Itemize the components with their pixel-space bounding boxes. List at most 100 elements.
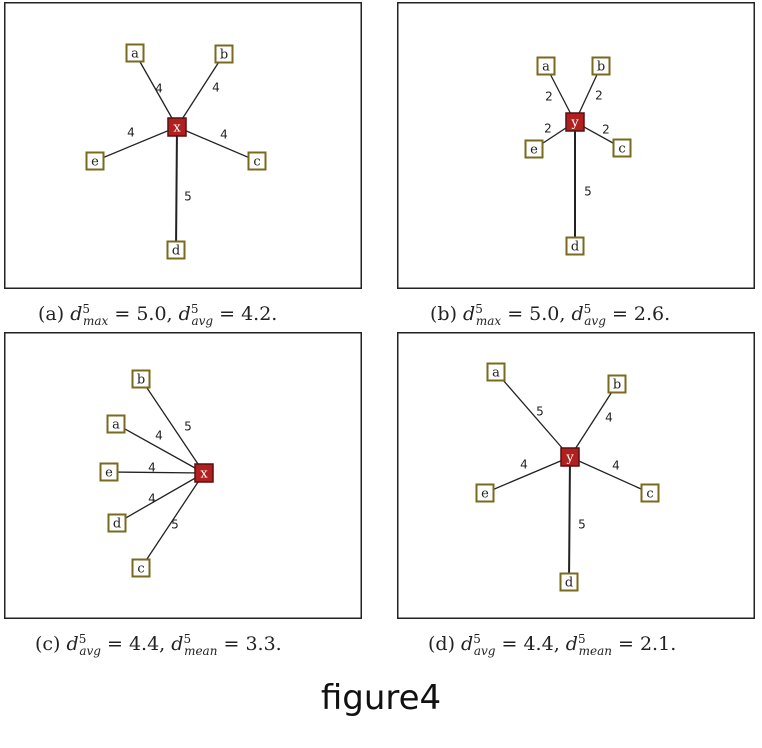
node-label: y	[570, 116, 579, 131]
figure-title: figure4	[320, 678, 442, 718]
caption-part: (c)	[35, 633, 67, 655]
node-center-x: x	[167, 117, 187, 137]
node-center-y: y	[560, 447, 580, 467]
node-d: d	[107, 513, 127, 533]
node-label: e	[91, 155, 99, 170]
node-label: e	[105, 466, 113, 481]
edge-weight-label: 2	[545, 90, 553, 104]
edge-weight-label: 4	[212, 81, 220, 95]
node-a: a	[106, 414, 126, 434]
metric-superscript: 5	[583, 302, 592, 316]
caption-part: 3.3	[245, 633, 276, 655]
metric-symbol: d	[461, 633, 474, 655]
edge-x-b	[140, 378, 205, 474]
caption-part: (d)	[428, 633, 462, 655]
edge-weight-label: 4	[520, 458, 528, 472]
edge-x-e	[108, 471, 205, 474]
metric-superscript: 5	[78, 632, 87, 646]
node-label: c	[646, 487, 653, 502]
edge-weight-label: 5	[536, 405, 544, 419]
caption-part: avg	[79, 643, 101, 658]
panel-d: 5 4 4 4 5 a b e c d y	[397, 332, 755, 619]
node-e: e	[85, 151, 105, 171]
edge-weight-label: 5	[171, 518, 179, 532]
node-label: b	[597, 60, 605, 75]
node-a: a	[125, 43, 145, 63]
node-c: c	[640, 483, 660, 503]
edge-weight-label: 4	[220, 128, 228, 142]
node-label: y	[565, 451, 574, 466]
edge-x-a	[134, 52, 178, 128]
metric-superscript: 5	[190, 302, 199, 316]
caption-part: avg	[473, 643, 496, 658]
node-b: b	[131, 369, 151, 389]
metric-symbol: d	[70, 303, 83, 325]
node-label: a	[112, 418, 120, 433]
caption-part: max	[475, 313, 502, 328]
panel-frame	[4, 332, 362, 619]
metric-superscript: 5	[183, 632, 192, 646]
edge-weight-label: 5	[578, 518, 586, 532]
metric-symbol: d	[66, 633, 79, 655]
node-center-y: y	[565, 112, 585, 132]
edge-x-c	[140, 472, 205, 569]
edge-x-d	[116, 472, 205, 524]
edge-weight-label: 4	[148, 461, 156, 475]
edge-weight-label: 4	[127, 126, 135, 140]
edge-x-c	[176, 126, 258, 162]
caption-a: (a) d5max = 5.0, d5avg = 4.2.	[38, 302, 278, 328]
node-label: c	[137, 562, 144, 577]
caption-part: (b)	[430, 303, 464, 325]
metric-superscript: 5	[82, 302, 91, 316]
edge-x-a	[115, 423, 205, 474]
node-e: e	[475, 483, 495, 503]
metric-symbol: d	[171, 633, 184, 655]
caption-part: 4.4	[523, 633, 554, 655]
edge-weight-label: 4	[605, 411, 613, 425]
node-e: e	[524, 139, 544, 159]
node-label: d	[172, 244, 180, 259]
edge-weight-label: 4	[148, 492, 156, 506]
edge-weight-label: 2	[595, 89, 603, 103]
edge-x-d	[175, 126, 178, 251]
edge-weight-label: 2	[544, 122, 552, 136]
node-d: d	[559, 572, 579, 592]
edge-y-e	[484, 456, 571, 494]
edge-y-b	[569, 383, 618, 458]
edge-weight-label: 4	[612, 459, 620, 473]
node-label: a	[492, 366, 500, 381]
node-label: d	[113, 517, 121, 532]
caption-d: (d) d5avg = 4.4, d5mean = 2.1.	[428, 632, 677, 658]
node-c: c	[612, 138, 632, 158]
node-label: x	[173, 121, 181, 136]
node-d: d	[565, 236, 585, 256]
caption-part: max	[83, 313, 109, 328]
caption-part: avg	[191, 313, 214, 328]
edge-y-a	[495, 371, 571, 458]
edge-weight-label: 5	[184, 420, 192, 434]
caption-part: 2.6	[633, 303, 665, 325]
node-d: d	[166, 240, 186, 260]
edge-x-e	[94, 126, 178, 162]
node-center-x: x	[194, 463, 214, 483]
node-label: e	[530, 143, 538, 158]
caption-part: 5.0	[529, 303, 560, 325]
metric-symbol: d	[565, 633, 578, 655]
node-c: c	[131, 558, 151, 578]
caption-part: mean	[184, 643, 218, 658]
node-b: b	[214, 44, 234, 64]
metric-superscript: 5	[473, 632, 481, 646]
node-label: b	[613, 378, 621, 393]
node-label: b	[220, 48, 228, 63]
edge-y-c	[569, 456, 651, 494]
node-b: b	[591, 56, 611, 76]
panel-frame	[397, 332, 755, 619]
metric-superscript: 5	[577, 632, 586, 646]
metric-symbol: d	[571, 303, 584, 325]
caption-part: 4.4	[128, 633, 160, 655]
node-label: e	[481, 487, 489, 502]
caption-part: 2.1	[639, 633, 671, 655]
node-label: c	[618, 142, 625, 157]
